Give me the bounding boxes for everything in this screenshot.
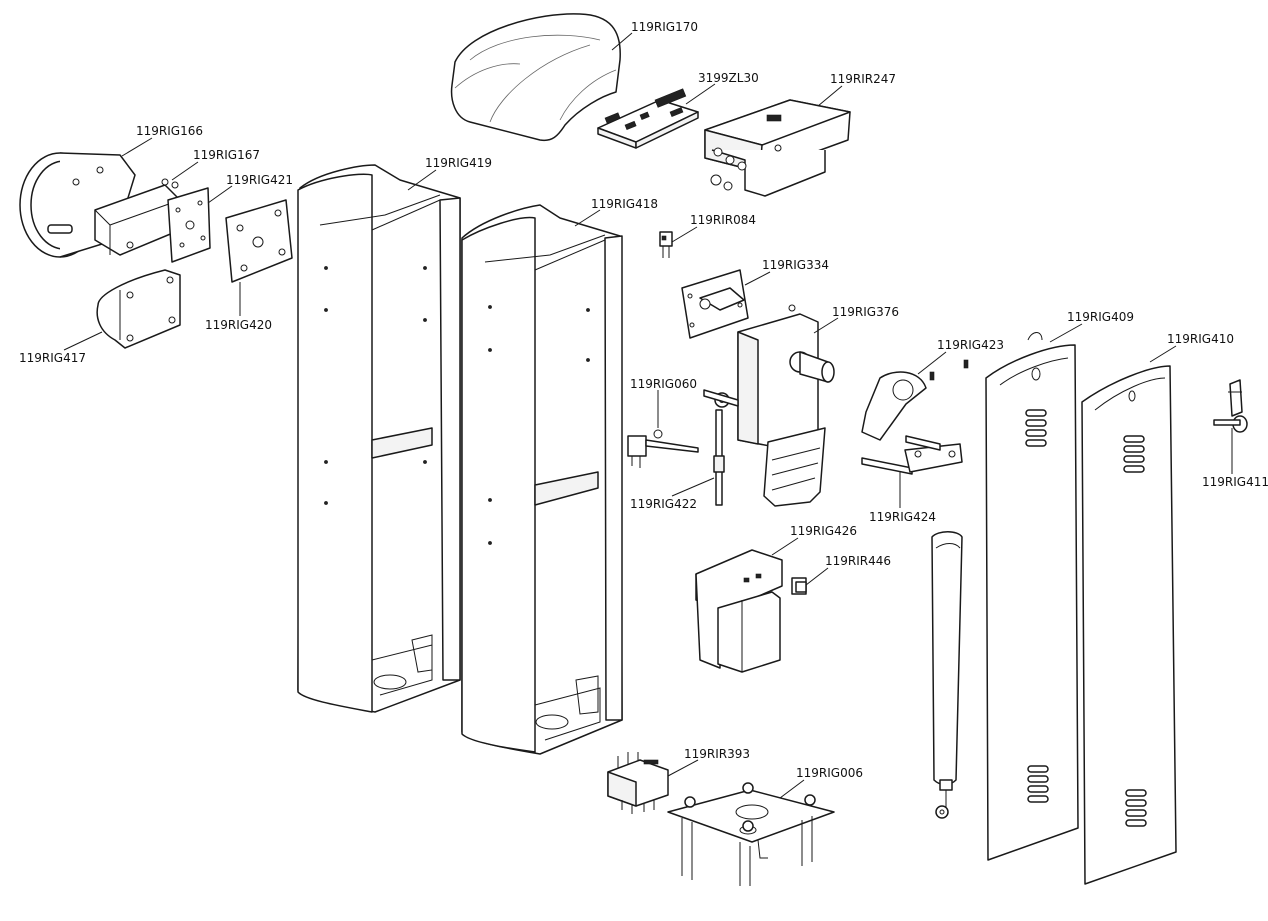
label-119rig006: 119RIG006 — [796, 766, 863, 780]
balancing-spring-part — [931, 531, 963, 819]
label-119rig424: 119RIG424 — [869, 510, 936, 524]
label-119rir393: 119RIR393 — [684, 747, 750, 761]
rear-door-part — [1081, 365, 1177, 885]
label-119rig170: 119RIG170 — [631, 20, 698, 34]
label-119rir247: 119RIR247 — [830, 72, 896, 86]
cabinet-right-part — [461, 204, 623, 755]
electronics-bracket-part — [695, 549, 783, 673]
release-lever-part — [627, 429, 699, 468]
cam-plate-part — [681, 269, 749, 339]
mounting-collar-part — [19, 152, 136, 258]
label-119rig422: 119RIG422 — [630, 497, 697, 511]
label-119rig423: 119RIG423 — [937, 338, 1004, 352]
label-119rig410: 119RIG410 — [1167, 332, 1234, 346]
transformer-part — [607, 752, 669, 814]
label-119rig421: 119RIG421 — [226, 173, 293, 187]
anchor-plate-part — [667, 782, 835, 886]
door-lock-part — [1213, 379, 1248, 433]
control-board-part — [597, 88, 699, 149]
label-119rig167: 119RIG167 — [193, 148, 260, 162]
label-119rir446: 119RIR446 — [825, 554, 891, 568]
label-119rig411: 119RIG411 — [1202, 475, 1268, 489]
leader-lines — [63, 32, 1233, 799]
label-119rig426: 119RIG426 — [790, 524, 857, 538]
top-cover-part — [450, 13, 621, 142]
label-119rig376: 119RIG376 — [832, 305, 899, 319]
label-119rig334: 119RIG334 — [762, 258, 829, 272]
label-3199zl30: 3199ZL30 — [698, 71, 759, 85]
electronic-box-part — [704, 99, 851, 197]
support-bracket-part — [94, 178, 181, 256]
label-119rig166: 119RIG166 — [136, 124, 203, 138]
label-119rir084: 119RIR084 — [690, 213, 756, 227]
plate-small-part — [167, 187, 211, 263]
cabinet-left-part — [297, 164, 461, 713]
lower-clamp-part — [96, 269, 181, 349]
front-door-part — [985, 332, 1079, 861]
gearmotor-part — [737, 304, 835, 507]
arm-shaft-part — [861, 435, 963, 475]
label-119rig418: 119RIG418 — [591, 197, 658, 211]
label-119rig409: 119RIG409 — [1067, 310, 1134, 324]
connector-part — [791, 577, 807, 595]
label-119rig419: 119RIG419 — [425, 156, 492, 170]
plate-large-part — [225, 199, 293, 283]
part-labels: 119RIG170 3199ZL30 119RIR247 119RIG166 1… — [19, 20, 1268, 780]
limit-switch-part — [659, 231, 673, 258]
label-119rig420: 119RIG420 — [205, 318, 272, 332]
label-119rig060: 119RIG060 — [630, 377, 697, 391]
connecting-rod-part — [703, 389, 739, 506]
label-119rig417: 119RIG417 — [19, 351, 86, 365]
crank-arm-part — [861, 359, 969, 441]
